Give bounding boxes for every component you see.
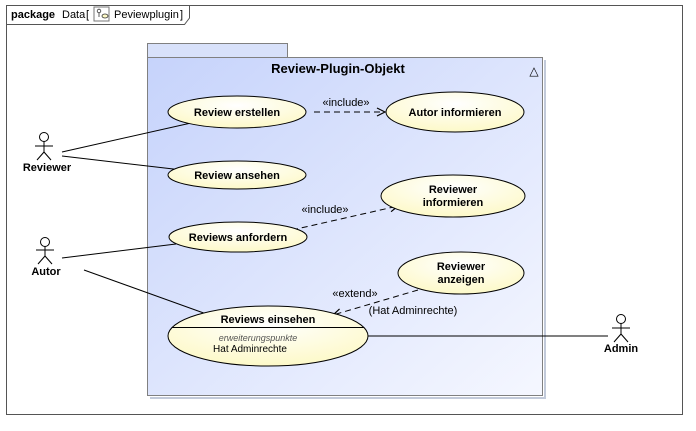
usecase-reviews-anfordern[interactable]: Reviews anfordern xyxy=(168,221,308,253)
actor-head xyxy=(616,314,626,324)
assoc-reviewer-review-ansehen xyxy=(61,155,183,171)
actor-head xyxy=(40,237,50,247)
actor-autor-label: Autor xyxy=(31,266,61,278)
frame-name: Data xyxy=(62,9,86,21)
actor-reviewer-label: Reviewer xyxy=(23,162,72,174)
diagram-type-icon xyxy=(93,6,110,22)
actor-admin[interactable] xyxy=(612,314,630,343)
frame-keyword: package xyxy=(11,9,55,21)
actor-autor[interactable] xyxy=(36,237,54,265)
usecase-label: Review ansehen xyxy=(194,170,280,182)
subject-tab xyxy=(147,43,288,58)
actor-admin-label: Admin xyxy=(604,343,639,355)
frame-diagram-name: Peviewplugin xyxy=(114,9,179,21)
assoc-reviewer-review-erstellen xyxy=(61,122,192,153)
subject-collapse-icon[interactable]: △ xyxy=(529,64,539,78)
usecase-label: Autor informieren xyxy=(409,107,502,119)
subject-shadow xyxy=(150,60,546,399)
usecase-label-line-1: Reviewer xyxy=(429,184,478,196)
usecase-label: Review erstellen xyxy=(194,107,280,119)
usecase-reviewer-informieren[interactable]: Reviewer informieren xyxy=(380,174,526,218)
assoc-autor-reviews-einsehen xyxy=(83,269,213,317)
include-label-2: «include» xyxy=(301,204,348,216)
usecase-label: Reviews einsehen xyxy=(221,314,316,326)
usecase-label-line-2: anzeigen xyxy=(437,274,484,286)
package-frame-tab xyxy=(6,5,190,25)
usecase-label: Reviews anfordern xyxy=(189,232,288,244)
usecase-reviews-einsehen[interactable]: Reviews einsehen erweiterungspunkte Hat … xyxy=(167,305,369,367)
usecase-label-line-1: Reviewer xyxy=(437,261,486,273)
extend-label: «extend» xyxy=(332,288,377,300)
extension-point: Hat Adminrechte xyxy=(213,344,287,355)
usecase-review-ansehen[interactable]: Review ansehen xyxy=(167,160,307,190)
subject-title: Review-Plugin-Objekt xyxy=(271,61,405,76)
extension-points-heading: erweiterungspunkte xyxy=(219,333,298,343)
include-arrow-2 xyxy=(291,206,398,231)
assoc-autor-reviews-anfordern xyxy=(61,243,177,259)
actor-head xyxy=(39,132,49,142)
usecase-reviewer-anzeigen[interactable]: Reviewer anzeigen xyxy=(397,251,525,295)
usecase-label-line-2: informieren xyxy=(423,197,484,209)
frame-bracket-open: [ xyxy=(86,9,89,21)
frame-bracket-close: ] xyxy=(180,9,183,21)
include-label-1: «include» xyxy=(322,97,369,109)
actor-reviewer[interactable] xyxy=(35,132,53,161)
usecase-review-erstellen[interactable]: Review erstellen xyxy=(167,95,307,129)
extend-condition: (Hat Adminrechte) xyxy=(369,305,458,317)
usecase-autor-informieren[interactable]: Autor informieren xyxy=(385,91,525,133)
extend-arrow xyxy=(333,289,419,315)
